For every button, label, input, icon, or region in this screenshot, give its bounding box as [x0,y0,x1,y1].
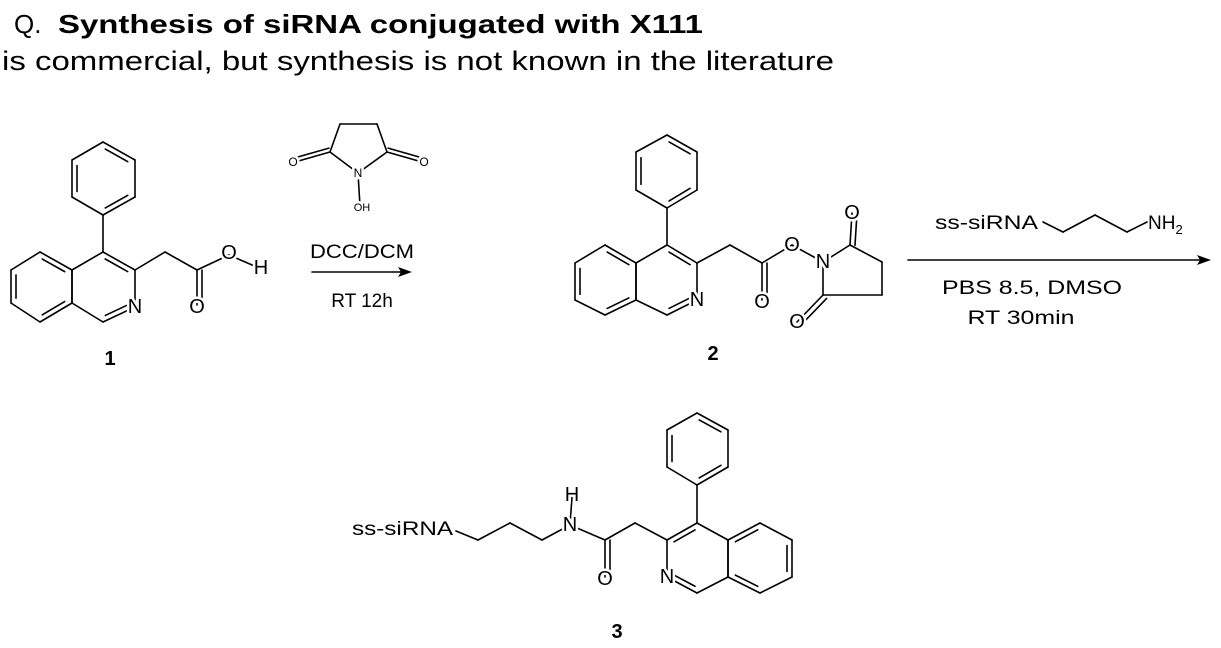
oxygen-label: O [784,234,800,256]
compound-2-structure: NOONOO [575,135,882,333]
nitrogen-label: N [660,566,674,588]
step2-reagent-amine: NH2 [1148,213,1183,237]
ring-bond [760,577,792,593]
hydrogen-label: H [565,484,579,506]
ring-bond [697,577,728,593]
ring-bond [72,197,103,215]
chain-bond [635,523,667,540]
ring-bond [636,245,667,263]
step2-conditions-bottom: RT 30min [968,308,1075,329]
bond [330,124,340,152]
double-bond-line [105,259,127,272]
page-subtitle: is commercial, but synthesis is not know… [2,46,834,76]
bond [165,252,197,270]
nitrogen-label: N [354,166,363,180]
nitrogen-label: N [690,289,704,311]
double-bond-line [607,252,629,265]
chain-bond [1095,215,1127,232]
double-bond-line [105,195,127,208]
step2-reaction-arrow [908,255,1211,265]
bond [850,245,882,262]
chain-bond [1127,222,1147,232]
step2-reagent-prefix: ss-siRNA [935,213,1038,234]
compound-3-label: 3 [611,621,622,643]
title-prefix: Q. [14,9,41,39]
page-title: Synthesis of siRNA conjugated with X111 [58,9,703,39]
ring-bond [667,467,697,485]
hydrogen-label: H [254,257,268,279]
amine-subscript: 2 [1175,222,1182,237]
compound-3-prefix: ss-siRNA [352,519,453,540]
bond [730,245,762,263]
compound-3-structure: NHON [456,413,792,593]
chain-bond [510,523,542,540]
ring-bond [575,245,605,263]
amine-nh: NH [1148,213,1175,234]
ring-bond [760,523,792,540]
double-bond-line [735,575,757,586]
ring-bond [11,303,40,322]
ring-bond [72,303,103,322]
oxygen-label: O [844,202,860,224]
double-bond-line [42,302,64,315]
ring-bond [697,523,728,540]
double-bond-line [42,259,64,272]
ring-bond [636,190,667,208]
bond [377,124,387,152]
nitrogen-label: N [128,296,142,318]
ring-bond [11,252,40,270]
hydroxyl-label: OH [354,202,371,214]
chain-bond [1043,222,1063,232]
oxygen-label: O [221,242,237,264]
bond [135,252,165,270]
double-bond-line [674,575,695,586]
ring-bond [667,413,697,430]
double-bond-line [669,142,690,154]
double-bond-line [699,420,721,432]
chain-bond [1063,215,1095,232]
double-bond-line [105,149,127,162]
amine-reagent-chain [1043,215,1147,232]
step2-conditions-top: PBS 8.5, DMSO [942,278,1122,299]
double-bond-line [669,188,690,201]
chain-bond [456,531,478,540]
ring-bond [636,135,667,152]
bond [697,245,730,263]
oxygen-label: O [189,296,205,318]
oxygen-label: O [754,291,770,313]
ring-bond [72,142,103,160]
step1-reaction-arrow [312,267,412,277]
oxygen-label: O [789,311,805,333]
oxygen-label: O [419,155,428,169]
nitrogen-label: N [816,251,830,273]
double-bond-line [607,298,629,309]
nhs-reagent-structure: O O N OH [288,124,428,214]
nitrogen-label: N [563,514,577,536]
ring-bond [636,300,667,315]
compound-2-label: 2 [707,343,718,365]
chain-bond [478,523,510,540]
oxygen-label: O [288,155,297,169]
bond [358,152,387,173]
double-bond-line [674,530,695,542]
compound-1-label: 1 [104,348,115,370]
compound-1-structure: NOHO [11,142,268,322]
ring-bond [575,300,605,315]
step1-conditions-bottom: RT 12h [331,291,393,312]
double-bond-line [669,298,690,309]
double-bond-line [735,530,757,542]
oxygen-label: O [597,568,613,590]
double-bond-line [105,305,127,316]
step1-conditions-top: DCC/DCM [310,242,414,263]
ring-bond [72,252,103,270]
double-bond-line [699,465,721,478]
double-bond-line [669,252,690,265]
chain-bond [605,523,635,540]
